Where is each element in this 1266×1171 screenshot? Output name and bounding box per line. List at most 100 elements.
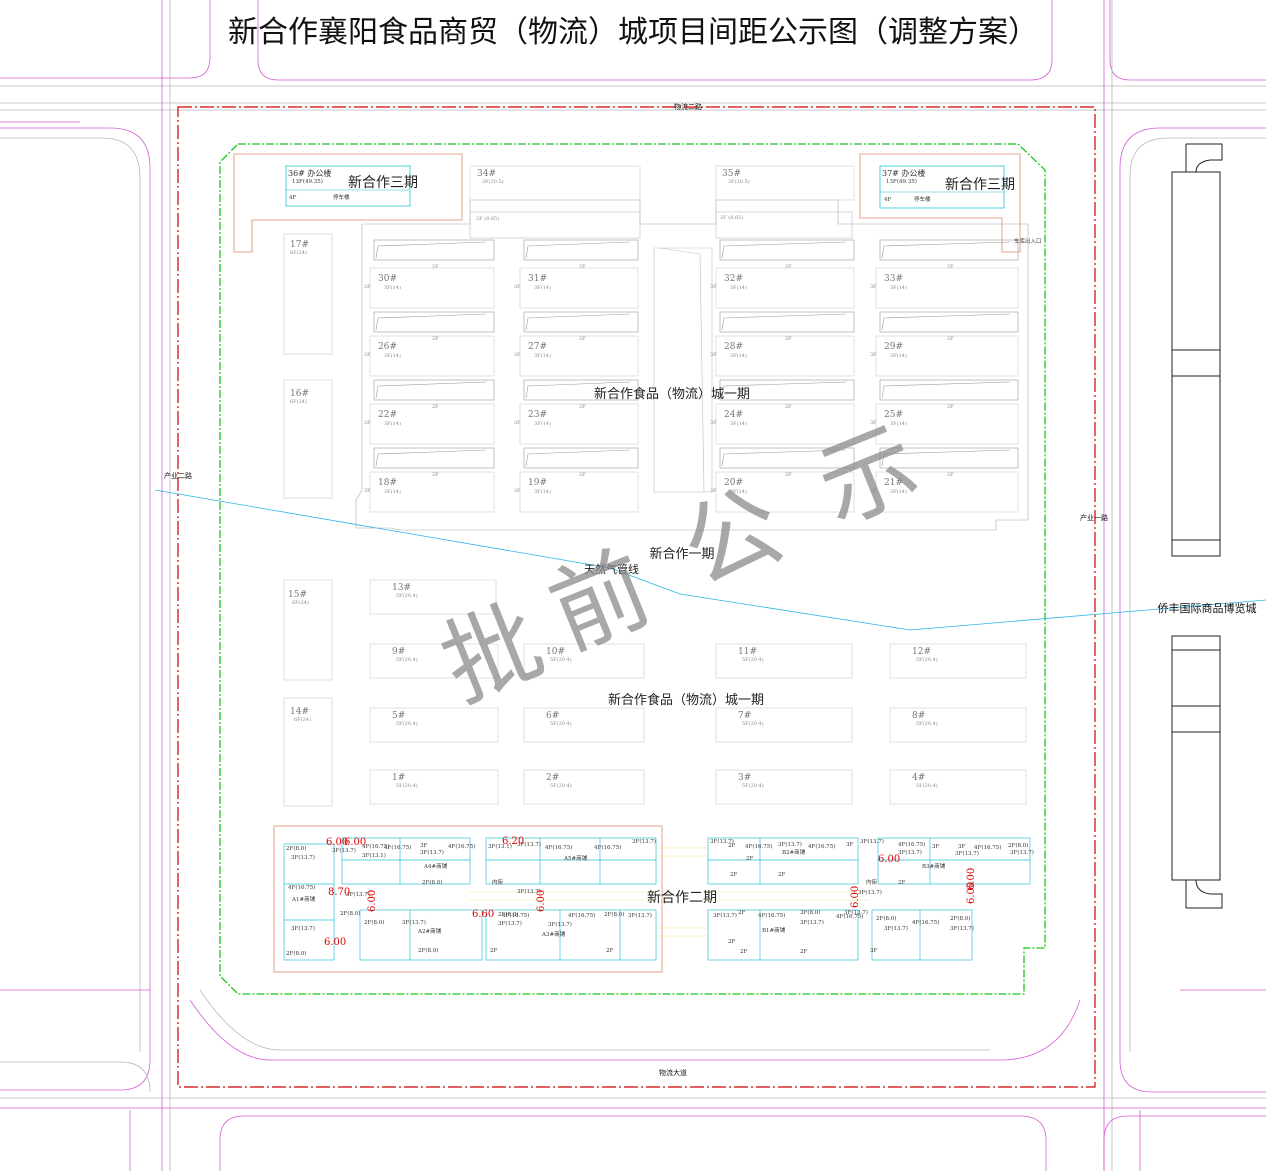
strip-label: 2F: [432, 472, 439, 478]
left-bar-buildings: [283, 233, 333, 807]
phase2-floor-label: 4F(16.75): [898, 841, 925, 848]
warehouse-floors: 5F(20.4): [742, 782, 764, 789]
warehouse-label: 5#: [392, 711, 405, 721]
shop-block-floors: 3F(14): [534, 352, 551, 359]
phase2-floor-label: 2F(8.0): [364, 919, 384, 926]
dimension-label: 8.70: [328, 887, 350, 898]
shop-block: 27#3F(14)3F: [514, 335, 639, 377]
phase2-floor-label: A3#商铺: [541, 930, 566, 938]
strip-label: 2F: [785, 404, 792, 410]
strip-label: 2F: [947, 404, 954, 410]
shop-block-label: 32#: [724, 274, 743, 284]
strip-label: 2F: [785, 472, 792, 478]
shop-side-label: 3F: [364, 352, 371, 358]
shop-block: 31#3F(14)3F: [514, 267, 639, 309]
dimension-label: 6.00: [878, 854, 900, 865]
svg-text:36# 办公楼: 36# 办公楼: [288, 168, 331, 178]
warehouse-block: 5#5F(20.4): [369, 707, 499, 743]
phase2-floor-label: A5#商铺: [563, 854, 588, 862]
shop-side-label: 3F: [514, 488, 521, 494]
phase2-floor-label: 2F: [606, 948, 613, 954]
strip-label: 2F: [947, 264, 954, 270]
warehouse-label: 12#: [912, 647, 931, 657]
svg-text:2F (8.65): 2F (8.65): [720, 214, 743, 221]
warehouse-label: 7#: [738, 711, 751, 721]
phase2-floor-label: 4F(16.75): [568, 912, 595, 919]
road-right-label: 产业一路: [1080, 513, 1108, 522]
strip-building: [879, 379, 1019, 401]
phase2-floor-label: 2F(8.0): [950, 915, 970, 922]
block-16-label: 16#: [290, 389, 309, 399]
phase2-floor-label: 2F(8.0): [340, 910, 360, 917]
warehouse-block: 3#5F(20.4): [715, 769, 853, 805]
warehouse-floors: 5F(20.4): [916, 720, 938, 727]
svg-text:停车楼: 停车楼: [914, 195, 931, 203]
svg-text:34#: 34#: [477, 169, 496, 179]
strip-label: 2F: [785, 336, 792, 342]
phase2-floor-label: 3F(13.7): [950, 925, 974, 932]
warehouse-floors: 5F(20.4): [550, 656, 572, 663]
warehouse-floors: 5F(20.4): [742, 656, 764, 663]
phase2-floor-label: 3F(13.7): [420, 849, 444, 856]
shop-block-label: 33#: [884, 274, 903, 284]
shop-block-label: 26#: [378, 342, 397, 352]
svg-text:示: 示: [803, 406, 934, 546]
shop-side-label: 3F: [364, 488, 371, 494]
atrium: [653, 247, 713, 493]
shop-block-floors: 3F(14): [534, 420, 551, 427]
phase2-floor-label: 4F(16.75): [808, 843, 835, 850]
phase2-floor-label: 3F(13.7): [898, 849, 922, 856]
dimension-label: 6.00: [326, 837, 348, 848]
shop-block-floors: 3F(14): [384, 284, 401, 291]
phase2-floor-label: 3F(13.7): [632, 838, 656, 845]
dimension-label: 6.00: [536, 890, 547, 912]
phase2-floor-label: 4F(16.75): [745, 843, 772, 850]
setback-line: [219, 143, 1046, 995]
shop-side-label: 3F: [870, 488, 877, 494]
shop-block: 32#3F(14)3F: [710, 267, 855, 309]
phase2-floor-label: 4F(16.75): [384, 844, 411, 851]
phase2-floor-label: 3F: [958, 844, 965, 850]
phase2-floor-label: 3F(13.7): [1010, 849, 1034, 856]
phase2-floor-label: 3F(13.7): [858, 889, 882, 896]
warehouse-block: 11#5F(20.4): [715, 643, 853, 679]
phase2-floor-label: 2F: [738, 910, 745, 916]
shop-block-floors: 3F(14): [730, 420, 747, 427]
shop-block-label: 22#: [378, 410, 397, 420]
phase2-floor-label: 3F(13.7): [844, 909, 868, 916]
phase1-outline: [355, 199, 1029, 531]
shop-block-label: 24#: [724, 410, 743, 420]
strip-label: 2F: [432, 404, 439, 410]
link-2f-right: [715, 211, 853, 239]
neighbor-building: [1171, 143, 1223, 909]
shop-block-label: 25#: [884, 410, 903, 420]
neighbor-label: 侨丰国际商品博览城: [1158, 601, 1257, 615]
phase2-floor-label: 2F(8.0): [1008, 842, 1028, 849]
warehouse-block: 2#5F(20.4): [523, 769, 645, 805]
phase2-floor-label: B2#商铺: [782, 848, 806, 856]
zone-phase1: 新合作一期: [649, 546, 714, 562]
warehouse-label: 8#: [912, 711, 925, 721]
svg-text:6F(24): 6F(24): [292, 599, 309, 606]
phase2-floor-label: 4F(16.75): [362, 843, 389, 850]
dimension-label: 6.60: [472, 909, 494, 920]
warehouse-block: 13#5F(20.4): [369, 579, 497, 615]
phase2-floor-label: 3F(13.7): [710, 838, 734, 845]
strip-label: 2F: [579, 404, 586, 410]
phase2-floor-label: 2F(8.0): [286, 950, 306, 957]
phase2-floor-label: 3F(13.7): [713, 912, 737, 919]
shop-block: 24#3F(14)3F: [710, 403, 855, 445]
svg-text:停车楼: 停车楼: [333, 193, 350, 201]
phase2-floor-label: 2F(8.0): [286, 845, 306, 852]
shop-side-label: 3F: [710, 352, 717, 358]
phase2-floor-label: 4F(16.75): [836, 913, 863, 920]
svg-text:37# 办公楼: 37# 办公楼: [882, 168, 925, 178]
block-15-label: 15#: [288, 590, 307, 600]
warehouse-floors: 5F(20.4): [916, 656, 938, 663]
shop-block-floors: 3F(14): [534, 488, 551, 495]
strip-building: [373, 379, 495, 401]
shop-block-label: 31#: [528, 274, 547, 284]
shop-block: 33#3F(14)3F: [870, 267, 1019, 309]
warehouse-block: 7#5F(20.4): [715, 707, 853, 743]
